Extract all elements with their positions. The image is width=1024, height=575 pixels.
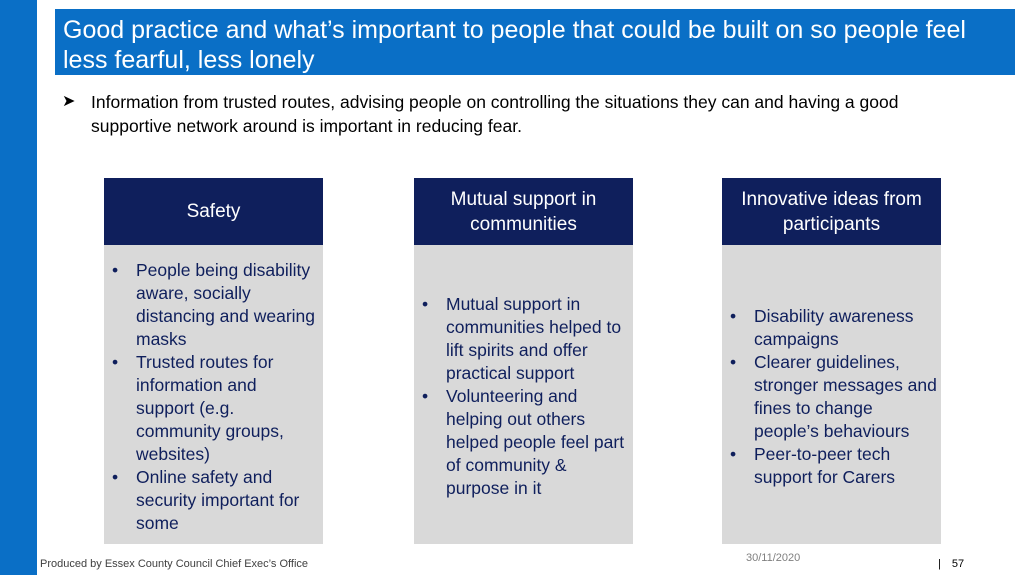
intro-bullet: ➤ Information from trusted routes, advis… — [62, 90, 962, 138]
list-item: •Clearer guidelines, stronger messages a… — [730, 352, 937, 441]
card-heading: Innovative ideas from participants — [722, 178, 941, 245]
list-item: •Disability awareness campaigns — [730, 306, 914, 349]
bullet-dot-icon: • — [112, 467, 119, 487]
card-body: •People being disability aware, socially… — [104, 245, 323, 544]
bullet-dot-icon: • — [422, 294, 429, 314]
bullet-dot-icon: • — [112, 352, 119, 372]
list-item: •Mutual support in communities helped to… — [422, 294, 622, 383]
bullet-list: •Mutual support in communities helped to… — [414, 293, 627, 500]
card-heading: Mutual support in communities — [414, 178, 633, 245]
bullet-dot-icon: • — [730, 306, 737, 326]
list-item: •People being disability aware, socially… — [112, 260, 316, 349]
bullet-dot-icon: • — [730, 352, 737, 372]
bullet-dot-icon: • — [112, 260, 119, 280]
card-safety: Safety •People being disability aware, s… — [104, 178, 323, 544]
footer-page: | 57 — [938, 558, 964, 570]
bullet-dot-icon: • — [422, 386, 429, 406]
intro-text: Information from trusted routes, advisin… — [91, 92, 899, 136]
card-heading-text: Mutual support in communities — [450, 188, 597, 235]
card-heading-text: Safety — [186, 201, 241, 222]
footer-producer: Produced by Essex County Council Chief E… — [40, 558, 309, 570]
page-number: 57 — [951, 558, 965, 570]
card-innovative-ideas: Innovative ideas from participants •Disa… — [722, 178, 941, 544]
bullet-list: •Disability awareness campaigns •Clearer… — [722, 305, 937, 489]
list-item: •Peer-to-peer tech support for Carers — [730, 444, 896, 487]
card-mutual-support: Mutual support in communities •Mutual su… — [414, 178, 633, 544]
list-item: •Online safety and security important fo… — [112, 467, 300, 533]
bullet-dot-icon: • — [730, 444, 737, 464]
bullet-list: •People being disability aware, socially… — [104, 259, 317, 535]
slide-title-text: Good practice and what’s important to pe… — [63, 16, 966, 74]
arrow-bullet-icon: ➤ — [62, 93, 76, 110]
card-heading: Safety — [104, 178, 323, 245]
left-accent-bar — [0, 0, 37, 575]
footer-separator: | — [938, 558, 941, 570]
footer-date: 30/11/2020 — [746, 552, 801, 564]
card-heading-text: Innovative ideas from participants — [741, 188, 922, 235]
card-body: •Mutual support in communities helped to… — [414, 245, 633, 544]
slide-title: Good practice and what’s important to pe… — [55, 9, 1015, 75]
card-body: •Disability awareness campaigns •Clearer… — [722, 245, 941, 544]
list-item: •Volunteering and helping out others hel… — [422, 386, 625, 498]
list-item: •Trusted routes for information and supp… — [112, 352, 284, 464]
